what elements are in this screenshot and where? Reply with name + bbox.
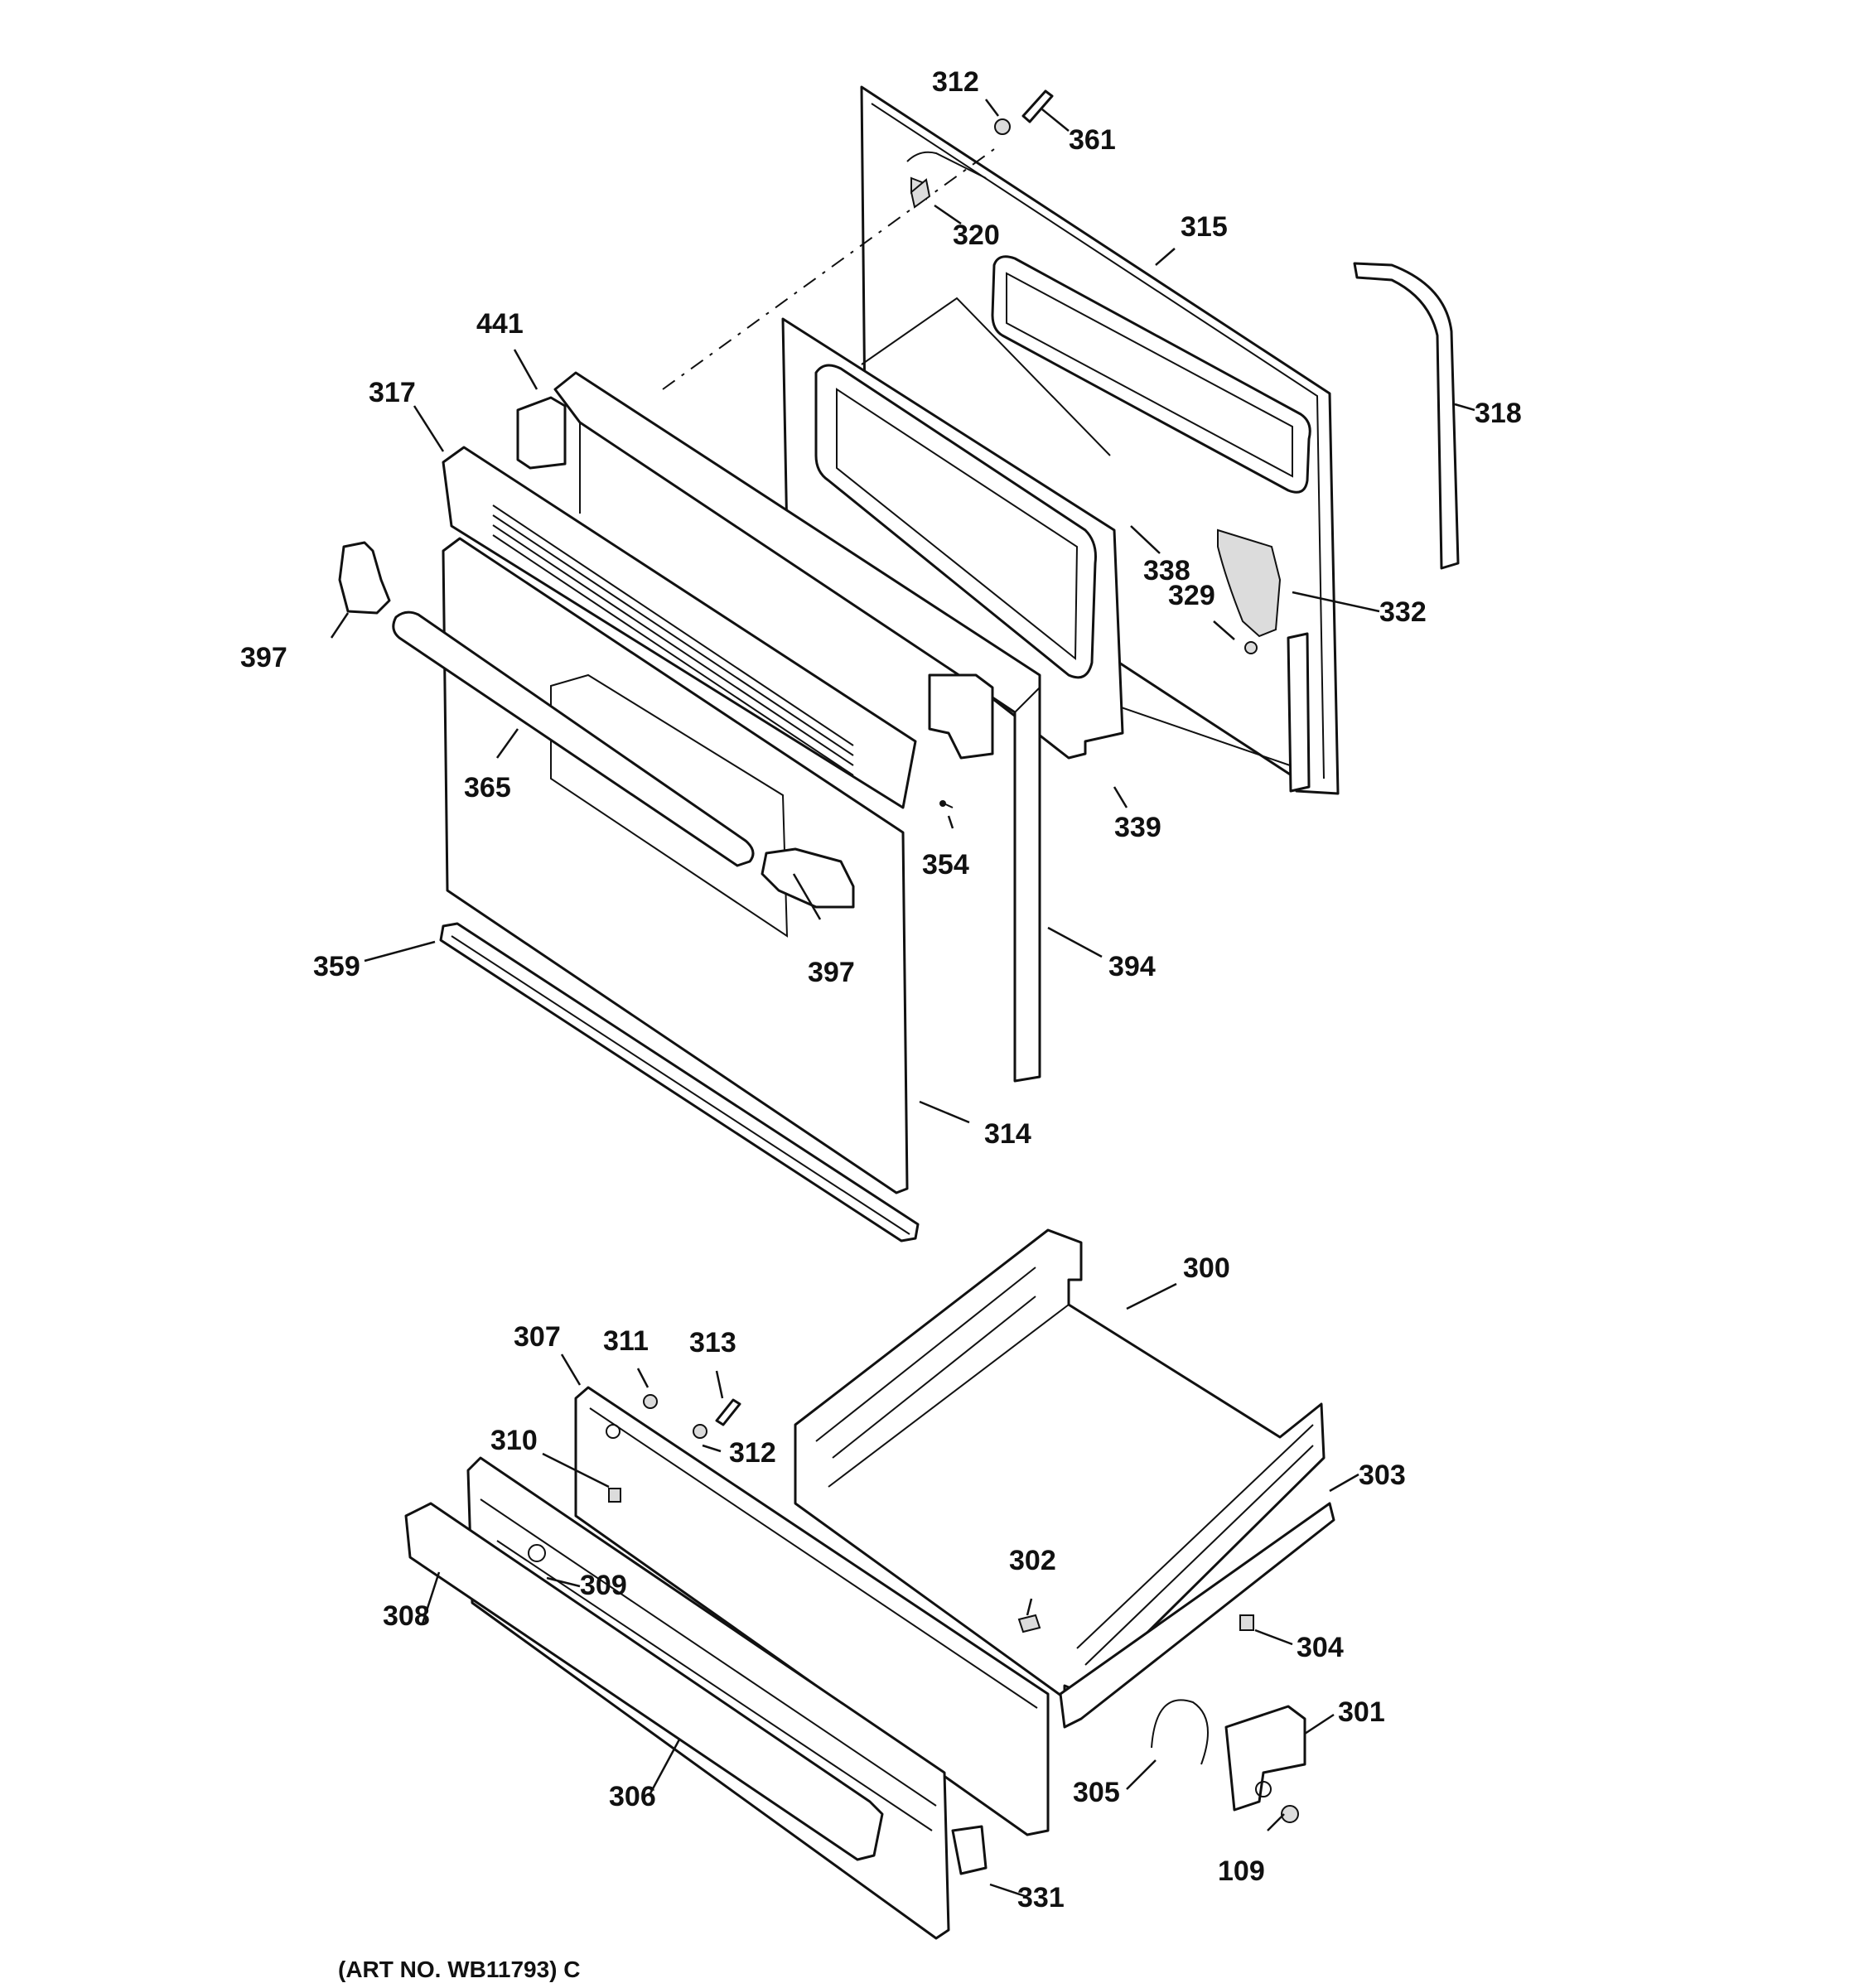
door-bottom-trim xyxy=(439,922,920,1242)
spacer xyxy=(910,178,931,209)
callout-365: 365 xyxy=(464,772,511,803)
callout-303: 303 xyxy=(1359,1460,1406,1491)
callout-397-left: 397 xyxy=(240,642,287,673)
drawer-nut xyxy=(643,1394,658,1409)
callout-307: 307 xyxy=(514,1321,561,1353)
drawer-spacer xyxy=(608,1488,621,1503)
callout-309: 309 xyxy=(580,1570,627,1601)
hinge-screw xyxy=(1244,641,1258,654)
callout-332: 332 xyxy=(1379,596,1427,628)
handle-end-cap-left xyxy=(338,541,391,615)
door-hinge xyxy=(1217,528,1282,638)
drawer-end-bracket xyxy=(951,1825,988,1875)
callout-305: 305 xyxy=(1073,1777,1120,1808)
drawer-bolt xyxy=(715,1398,741,1426)
callout-441: 441 xyxy=(476,308,524,340)
callout-331: 331 xyxy=(1017,1882,1065,1913)
bolt xyxy=(1021,89,1054,123)
callout-312-top: 312 xyxy=(932,66,979,98)
leader-lines xyxy=(330,99,1475,1899)
callout-338: 338 xyxy=(1143,555,1190,586)
callout-308: 308 xyxy=(383,1600,430,1632)
callout-317: 317 xyxy=(369,377,416,408)
callout-312-drawer: 312 xyxy=(729,1437,776,1469)
art-number: (ART NO. WB11793) C xyxy=(338,1957,581,1982)
door-frame xyxy=(553,371,1041,1083)
callout-300: 300 xyxy=(1183,1252,1230,1284)
spring-clip xyxy=(1151,1699,1209,1765)
door-bracket-right xyxy=(928,673,994,760)
callout-354: 354 xyxy=(922,849,969,881)
hinge-bracket xyxy=(1287,632,1311,793)
callout-311: 311 xyxy=(603,1325,649,1357)
drawer-slide xyxy=(1059,1502,1335,1729)
callout-304: 304 xyxy=(1297,1632,1344,1663)
door-handle xyxy=(392,610,755,867)
callout-313: 313 xyxy=(689,1327,736,1358)
roller-pin xyxy=(1017,1614,1041,1633)
callout-394: 394 xyxy=(1108,951,1156,982)
drawer-handle xyxy=(404,1502,884,1861)
callout-329: 329 xyxy=(1168,580,1215,611)
callout-397-right: 397 xyxy=(808,957,855,988)
roller-nut xyxy=(1281,1805,1299,1823)
screw xyxy=(939,800,954,808)
callout-318: 318 xyxy=(1475,398,1522,429)
callout-359: 359 xyxy=(313,951,360,982)
vent-trim xyxy=(442,446,917,809)
callout-361: 361 xyxy=(1069,124,1116,156)
door-bracket-left xyxy=(516,396,567,470)
callout-310: 310 xyxy=(490,1425,538,1456)
drawer-front-inner xyxy=(574,1386,1050,1836)
callout-315: 315 xyxy=(1181,211,1228,243)
callout-301: 301 xyxy=(1338,1696,1385,1728)
callout-314: 314 xyxy=(984,1118,1031,1150)
drawer-washer xyxy=(693,1424,707,1439)
door-gasket xyxy=(1353,262,1460,570)
drawer-stop xyxy=(1239,1614,1254,1631)
callout-320: 320 xyxy=(953,220,1000,251)
callout-109: 109 xyxy=(1218,1855,1265,1887)
nut xyxy=(994,118,1011,135)
callouts: 312 361 320 315 441 317 318 338 329 332 … xyxy=(240,66,1522,1913)
callout-306: 306 xyxy=(609,1781,656,1812)
handle-end-cap-right xyxy=(761,847,855,909)
callout-339: 339 xyxy=(1114,812,1161,843)
roller-bracket xyxy=(1224,1705,1306,1812)
callout-302: 302 xyxy=(1009,1545,1056,1576)
